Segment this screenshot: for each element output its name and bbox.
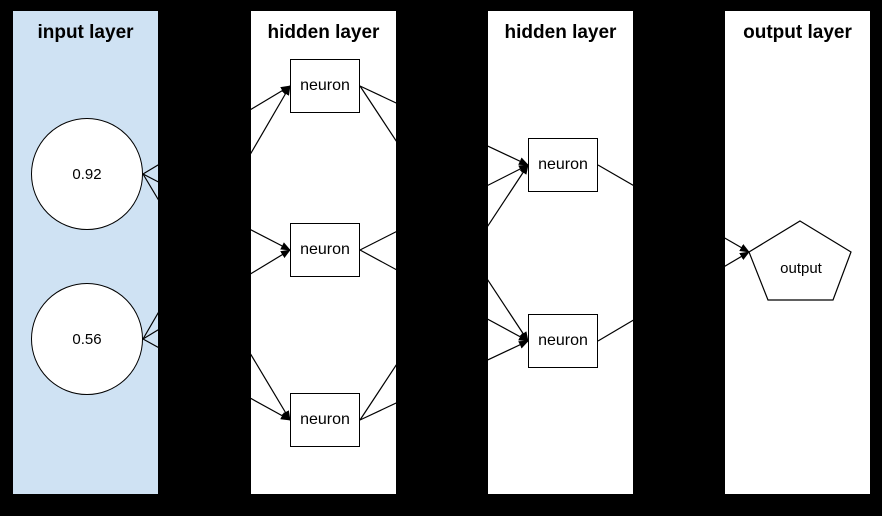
input-node-2-value: 0.56 (72, 330, 102, 348)
hidden1-neuron-3: neuron (290, 393, 360, 447)
hidden2-neuron-2-label: neuron (538, 332, 588, 349)
hidden1-neuron-2-label: neuron (300, 241, 350, 258)
input-node-2: 0.56 (31, 283, 143, 395)
hidden2-neuron-2: neuron (528, 314, 598, 368)
layer-title-output: output layer (743, 22, 852, 43)
input-node-1-value: 0.92 (72, 165, 102, 183)
layer-panel-output: output layer (725, 11, 870, 494)
hidden1-neuron-3-label: neuron (300, 411, 350, 428)
layer-title-input: input layer (37, 22, 134, 43)
hidden2-neuron-1-label: neuron (538, 156, 588, 173)
hidden2-neuron-1: neuron (528, 138, 598, 192)
input-node-1: 0.92 (31, 118, 143, 230)
hidden1-neuron-1: neuron (290, 59, 360, 113)
layer-title-hidden-1: hidden layer (267, 22, 380, 43)
hidden1-neuron-2: neuron (290, 223, 360, 277)
layer-title-hidden-2: hidden layer (504, 22, 617, 43)
layer-panel-input: input layer (13, 11, 158, 494)
layer-panel-hidden-2: hidden layer (488, 11, 633, 494)
hidden1-neuron-1-label: neuron (300, 77, 350, 94)
